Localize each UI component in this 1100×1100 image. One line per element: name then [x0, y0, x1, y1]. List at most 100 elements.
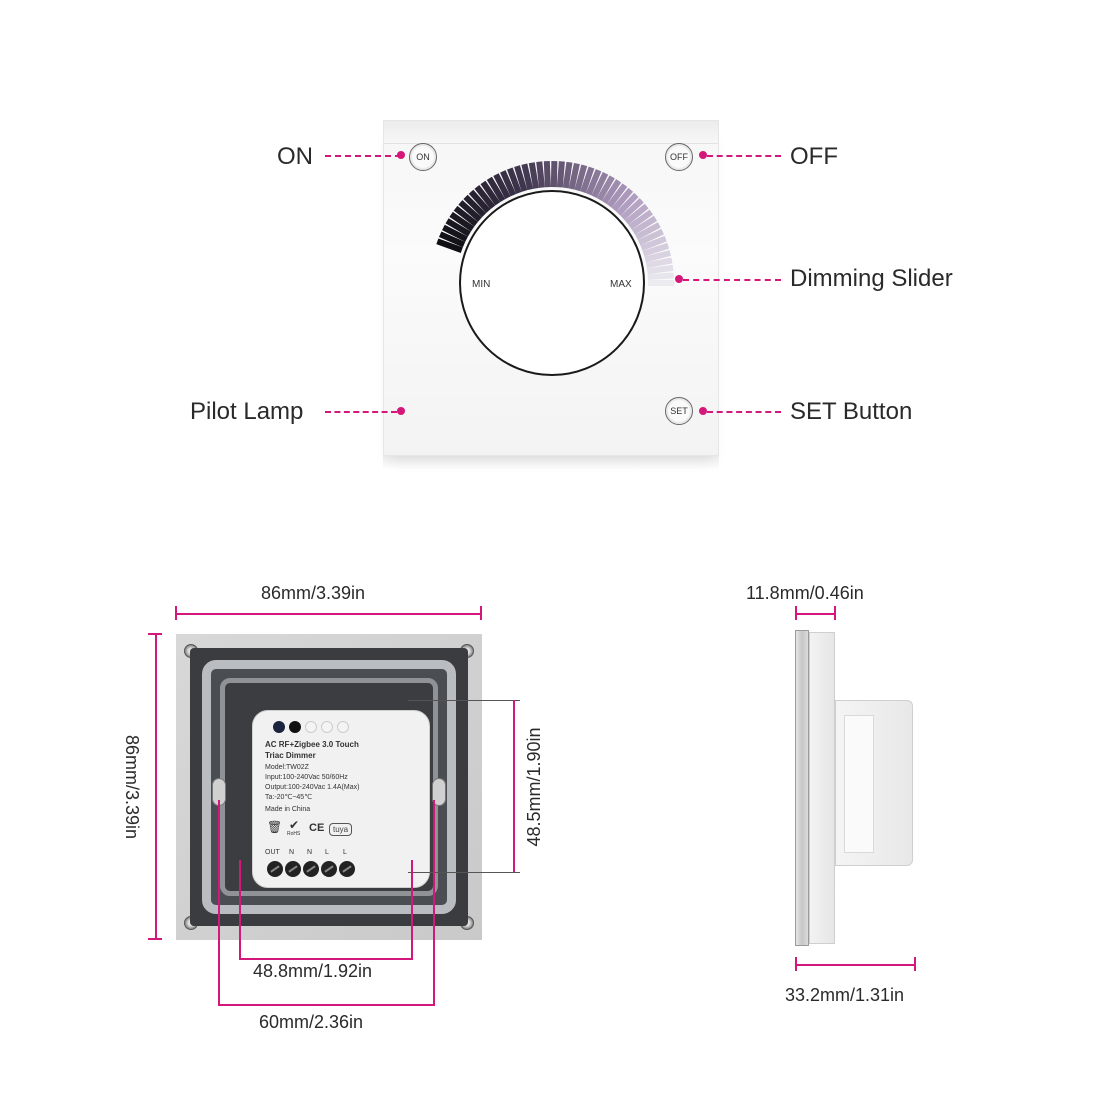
- set-touch-button[interactable]: SET: [665, 397, 693, 425]
- off-button-label: OFF: [670, 152, 688, 162]
- dial-ring-segment: [468, 189, 491, 214]
- dial-ring-segment: [463, 194, 487, 218]
- dial-ring-segment: [480, 180, 501, 206]
- dim-module-width-ext-right: [411, 860, 413, 960]
- dim-width-tick-left: [175, 606, 177, 620]
- dim-glass-thickness-line: [796, 613, 836, 615]
- dim-height-tick-bottom: [148, 938, 162, 940]
- dial-min-label: MIN: [472, 279, 491, 290]
- dial-ring-segment: [507, 167, 522, 194]
- dial-ring-segment: [568, 162, 580, 190]
- callout-set-label: SET Button: [790, 398, 913, 425]
- dim-mount-width-ext-right: [433, 800, 435, 1006]
- callout-on-leader: [325, 155, 401, 157]
- dial-ring-segment: [438, 231, 466, 248]
- callout-off-dot: [699, 151, 707, 159]
- callout-off-leader: [707, 155, 781, 157]
- callout-on-dot: [397, 151, 405, 159]
- callout-set-leader: [707, 411, 781, 413]
- side-panel-body: [809, 632, 835, 944]
- dial-ring-segment: [514, 165, 528, 192]
- led-icon: [321, 721, 333, 733]
- terminal-label: OUT: [265, 849, 280, 856]
- dial-max-label: MAX: [610, 279, 632, 290]
- dial-ring-segment: [585, 169, 602, 196]
- led-icon: [273, 721, 285, 733]
- module-origin: Made in China: [265, 806, 311, 813]
- dial-ring-segment: [550, 160, 558, 188]
- dial-ring-segment: [645, 257, 673, 269]
- set-button-label: SET: [670, 406, 688, 416]
- dial-ring-segment: [637, 228, 664, 246]
- dim-mount-width-line: [218, 1004, 435, 1006]
- dial-ring-segment: [606, 183, 628, 208]
- callout-pilot-lamp-leader: [325, 411, 397, 413]
- dial-ring-segment: [601, 179, 622, 205]
- dial-ring-segment: [631, 215, 658, 235]
- terminal-label: L: [325, 849, 329, 856]
- callout-off-label: OFF: [790, 143, 838, 170]
- rohs-check-icon: ✔: [289, 818, 300, 832]
- dim-height-label: 86mm/3.39in: [122, 734, 142, 840]
- dim-height-line: [155, 634, 157, 940]
- dial-ring-segment: [500, 170, 517, 197]
- dim-mount-width-ext-left: [218, 800, 220, 1006]
- dim-module-height-line: [513, 700, 515, 872]
- dial-ring-segment: [624, 203, 649, 225]
- module-output: Output:100-240Vac 1.4A(Max): [265, 784, 360, 791]
- dial-ring-segment: [580, 166, 595, 194]
- callout-pilot-lamp-dot: [397, 407, 405, 415]
- dial-ring-segment: [640, 235, 667, 251]
- dial-ring-segment: [644, 250, 671, 263]
- dial-ring-segment: [634, 222, 661, 240]
- dim-glass-thickness-tick-left: [795, 606, 797, 620]
- dial-ring-segment: [493, 173, 511, 200]
- module-input: Input:100-240Vac 50/60Hz: [265, 774, 348, 781]
- ce-mark: CE: [309, 822, 325, 834]
- terminal-label: L: [343, 849, 347, 856]
- led-icon: [337, 721, 349, 733]
- dial-ring-segment: [436, 238, 463, 253]
- terminal-label: N: [307, 849, 313, 856]
- dial-ring-segment: [449, 211, 475, 232]
- dim-depth-tick-right: [914, 957, 916, 971]
- dial-ring-segment: [647, 272, 674, 281]
- dial-ring-segment: [574, 164, 588, 192]
- dial-ring-segment: [628, 209, 653, 230]
- module-height-extension-top: [408, 700, 520, 701]
- screw-terminal-icon: [267, 861, 283, 877]
- dimming-dial[interactable]: [414, 141, 690, 381]
- dial-ring-segment: [591, 172, 609, 199]
- callout-dimming-dot: [675, 275, 683, 283]
- metal-mounting-frame: AC RF+Zigbee 3.0 Touch Triac Dimmer Mode…: [190, 648, 468, 926]
- dial-knob: [459, 190, 645, 376]
- screw-terminal-icon: [339, 861, 355, 877]
- callout-dimming-label: Dimming Slider: [790, 265, 953, 292]
- panel-reflection: [383, 456, 719, 470]
- module-subtitle: Triac Dimmer: [265, 751, 316, 760]
- on-touch-button[interactable]: ON: [409, 143, 437, 171]
- screw-terminal-icon: [321, 861, 337, 877]
- module-title: AC RF+Zigbee 3.0 Touch: [265, 740, 359, 749]
- dial-ring-segment: [646, 264, 674, 275]
- led-icon: [289, 721, 301, 733]
- dim-depth-label: 33.2mm/1.31in: [785, 985, 905, 1005]
- dial-ring-segment: [611, 187, 634, 212]
- dial-ring-segment: [453, 205, 478, 227]
- dim-depth-line: [796, 964, 916, 966]
- dim-module-width-label: 48.8mm/1.92in: [253, 961, 373, 981]
- dial-ring-segment: [445, 218, 471, 237]
- dial-ring-segment: [521, 163, 534, 191]
- module-model: Model:TW02Z: [265, 764, 309, 771]
- callout-on-label: ON: [277, 143, 313, 170]
- dim-width-tick-right: [480, 606, 482, 620]
- weee-bin-icon: 🗑: [267, 820, 283, 834]
- led-icon: [305, 721, 317, 733]
- callout-set-dot: [699, 407, 707, 415]
- dial-ring-segment: [442, 224, 468, 242]
- back-plate: AC RF+Zigbee 3.0 Touch Triac Dimmer Mode…: [176, 634, 482, 940]
- dim-glass-thickness-tick-right: [834, 606, 836, 620]
- off-touch-button[interactable]: OFF: [665, 143, 693, 171]
- dim-module-width-ext-left: [239, 860, 241, 960]
- callout-dimming-leader: [683, 279, 781, 281]
